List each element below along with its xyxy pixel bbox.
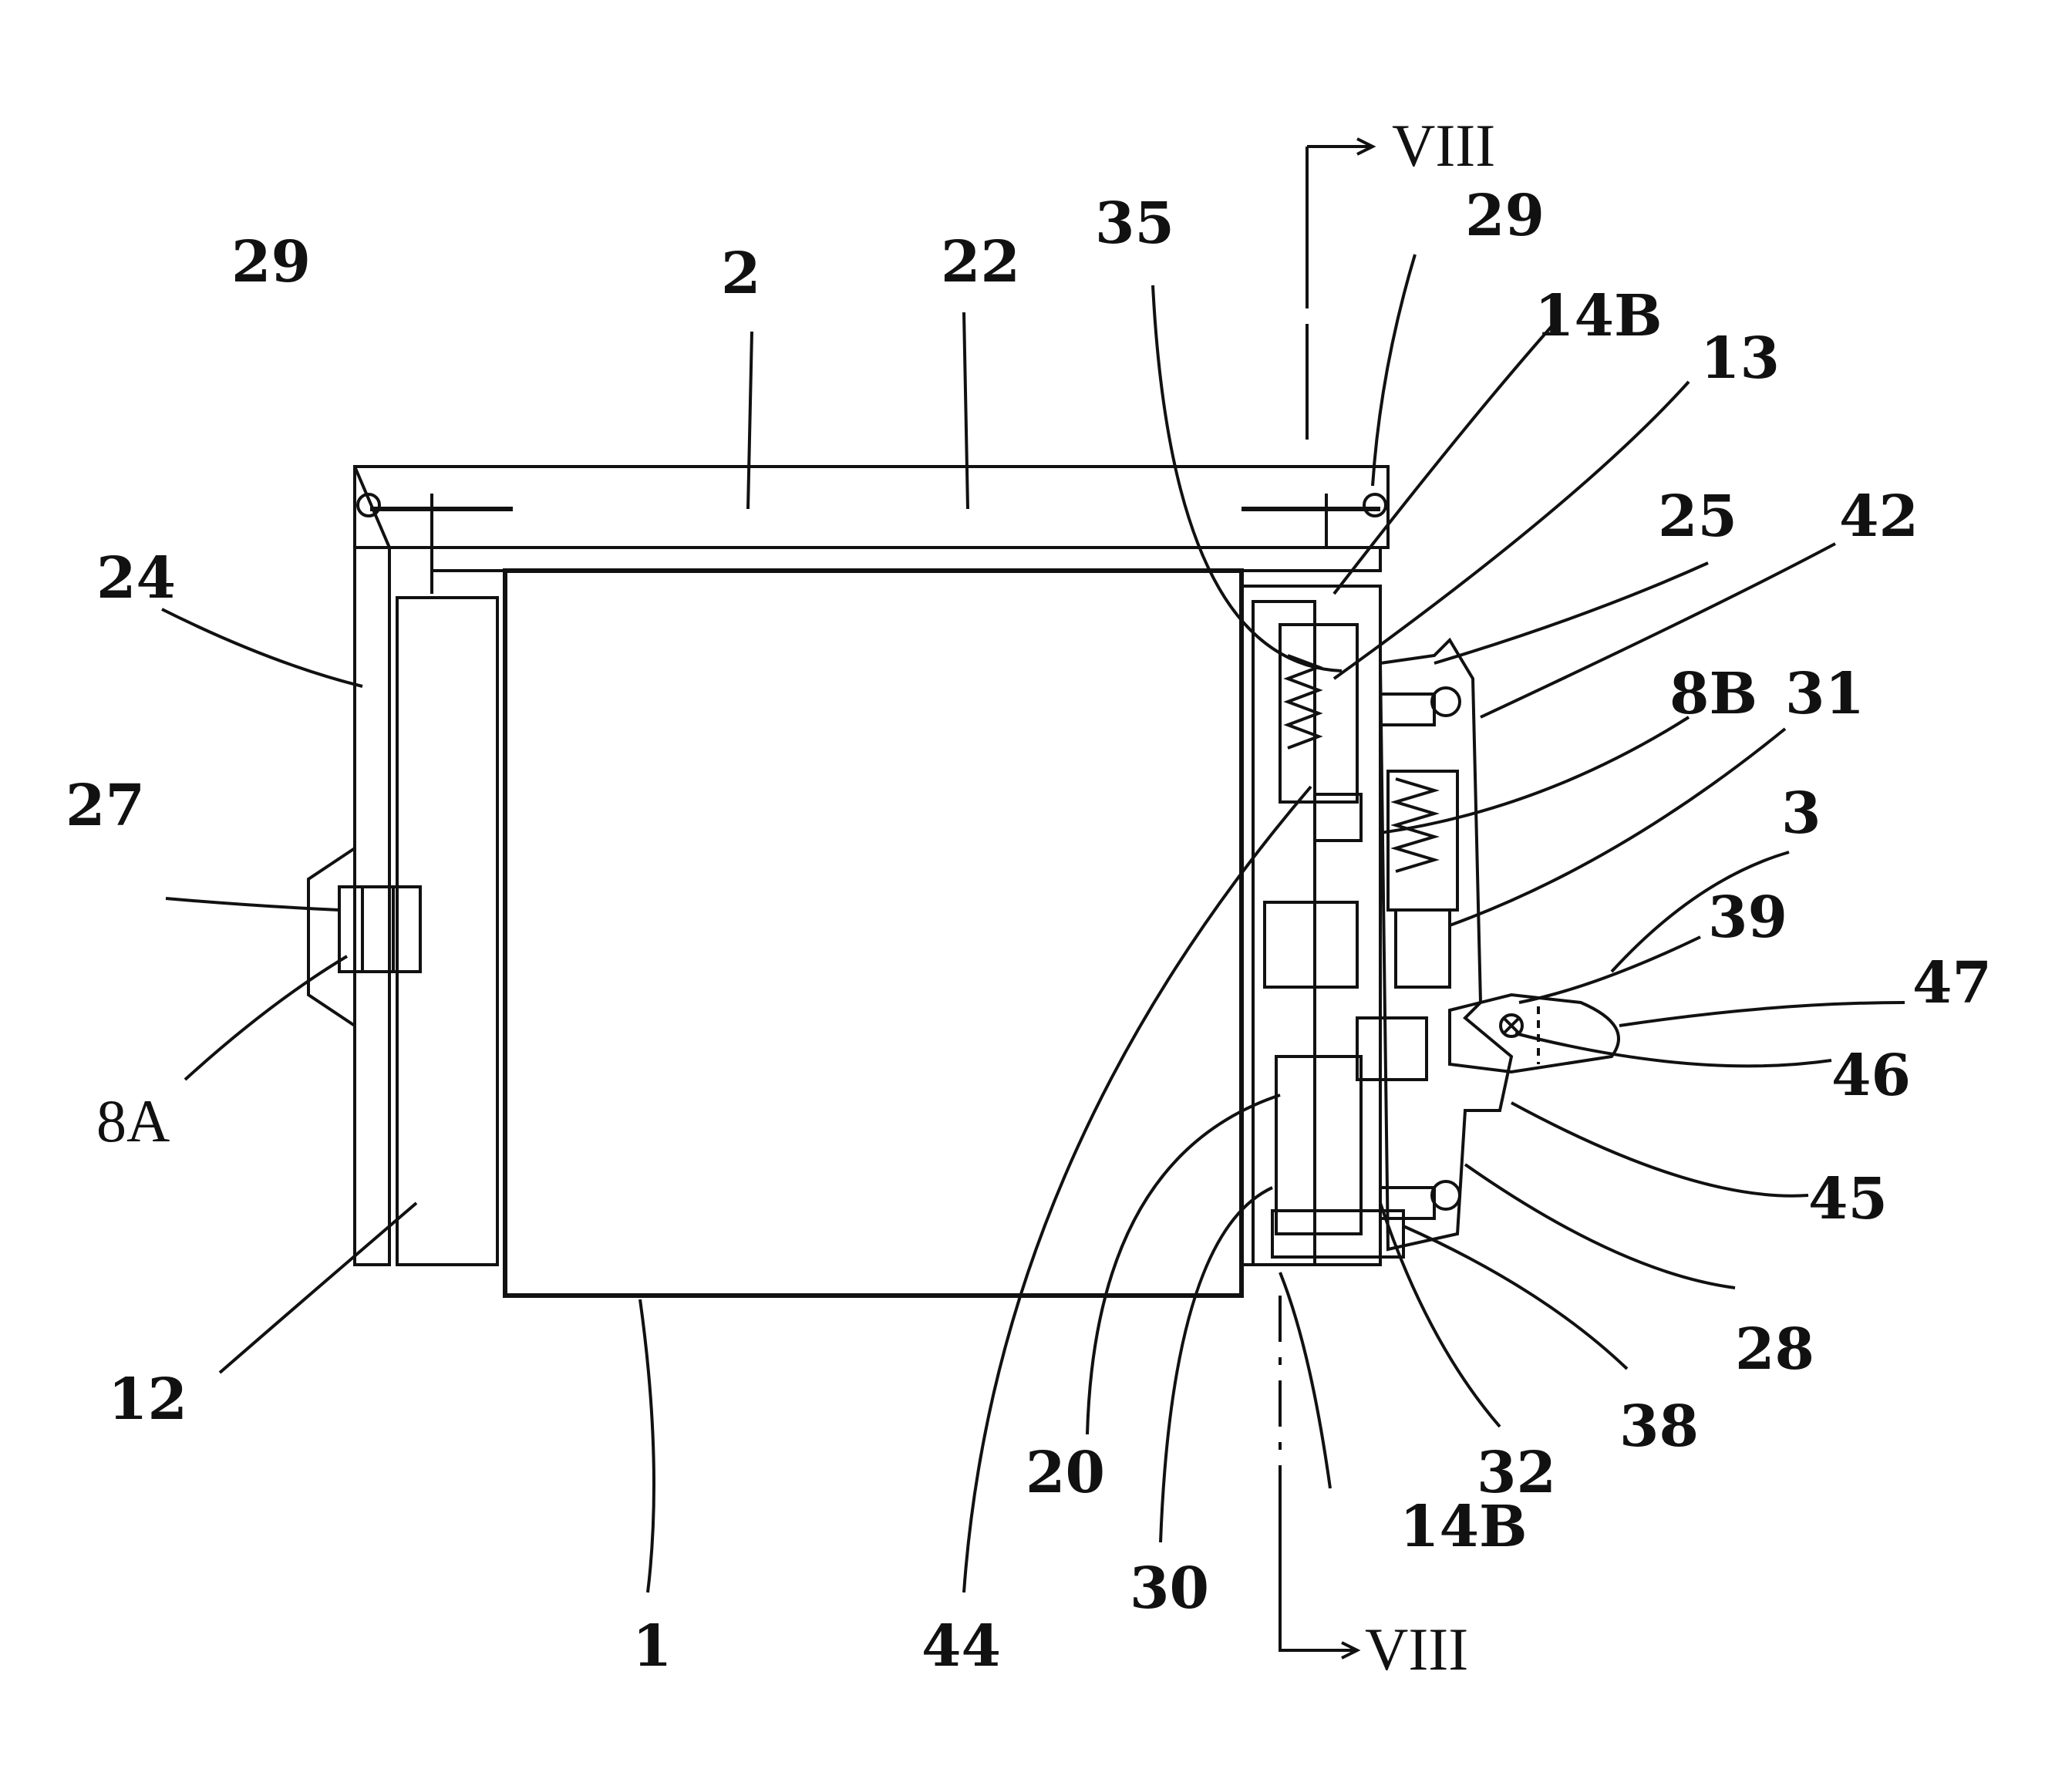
label-14B-bottom: 14B bbox=[1400, 1494, 1528, 1560]
label-8B: 8B bbox=[1669, 661, 1757, 727]
label-30: 30 bbox=[1130, 1555, 1209, 1622]
label-22: 22 bbox=[941, 229, 1020, 295]
label-24: 24 bbox=[96, 545, 176, 612]
label-29-left: 29 bbox=[231, 229, 311, 295]
label-28: 28 bbox=[1735, 1316, 1814, 1383]
leader-lines bbox=[162, 254, 1905, 1592]
section-line bbox=[1280, 139, 1373, 1658]
label-45: 45 bbox=[1808, 1166, 1888, 1232]
label-46: 46 bbox=[1831, 1043, 1911, 1109]
label-39: 39 bbox=[1708, 885, 1787, 951]
label-47: 47 bbox=[1912, 950, 1992, 1016]
label-section-bottom: VIII bbox=[1365, 1616, 1468, 1683]
label-31: 31 bbox=[1785, 661, 1865, 727]
rotor-body bbox=[505, 571, 1242, 1296]
label-8A: 8A bbox=[96, 1087, 170, 1154]
label-35: 35 bbox=[1095, 190, 1174, 257]
housing-top-wall bbox=[355, 467, 1388, 548]
label-13: 13 bbox=[1700, 325, 1780, 392]
brush-holder bbox=[389, 598, 497, 1265]
label-27: 27 bbox=[66, 773, 145, 839]
label-14B-top: 14B bbox=[1535, 283, 1663, 349]
label-20: 20 bbox=[1026, 1440, 1105, 1506]
label-29-right: 29 bbox=[1465, 183, 1545, 249]
label-2: 2 bbox=[721, 241, 761, 307]
label-42: 42 bbox=[1839, 484, 1919, 550]
label-3: 3 bbox=[1781, 780, 1821, 847]
label-section-top: VIII bbox=[1392, 112, 1495, 179]
label-12: 12 bbox=[108, 1367, 187, 1433]
label-38: 38 bbox=[1619, 1394, 1699, 1460]
label-25: 25 bbox=[1658, 484, 1737, 550]
label-1: 1 bbox=[632, 1613, 672, 1680]
label-44: 44 bbox=[921, 1613, 1001, 1680]
